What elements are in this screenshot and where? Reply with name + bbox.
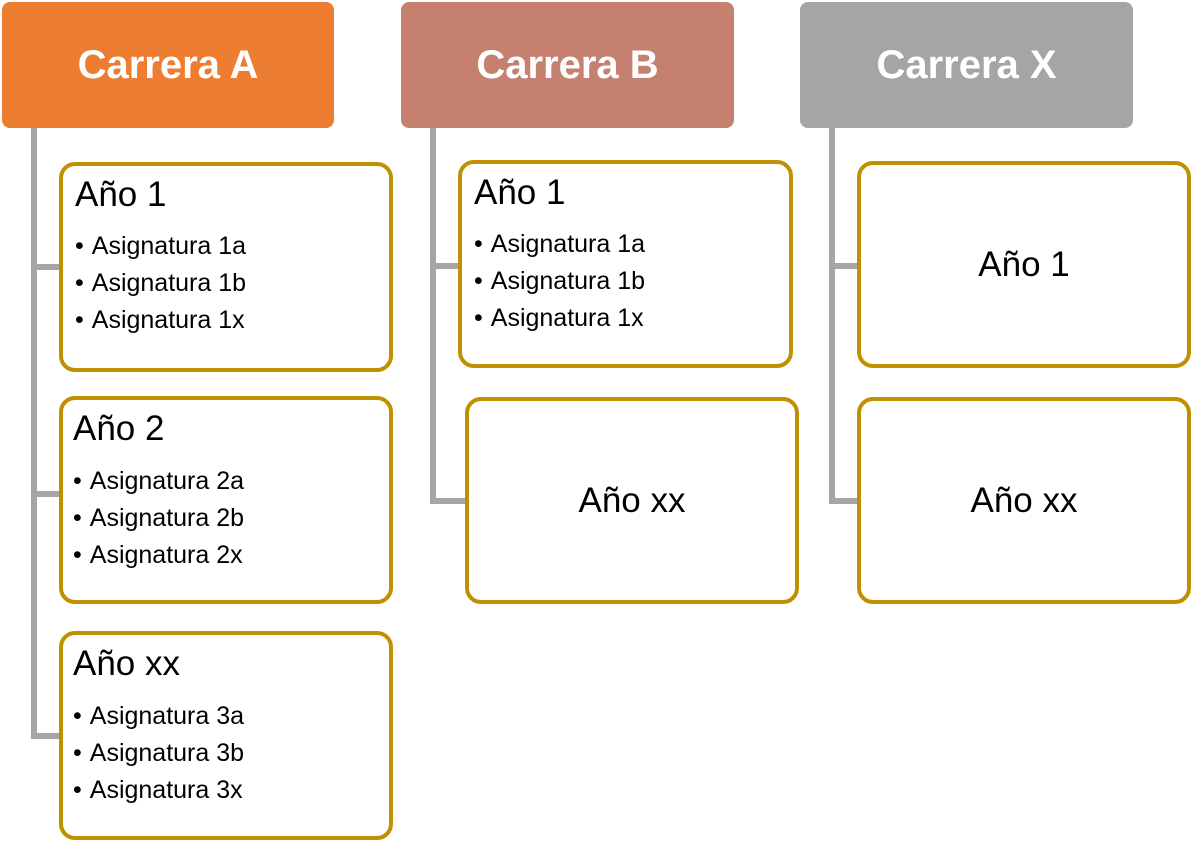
year-card-a-2: Año 2 Asignatura 2a Asignatura 2b Asigna… — [59, 396, 393, 604]
subject-item: Asignatura 1b — [75, 265, 246, 302]
connector-branch — [31, 491, 61, 497]
header-carrera-a: Carrera A — [2, 2, 334, 128]
year-card-x-1: Año 1 — [857, 161, 1191, 368]
subject-item: Asignatura 2x — [73, 537, 244, 574]
header-carrera-x: Carrera X — [800, 2, 1133, 128]
year-title: Año xx — [578, 480, 686, 520]
subject-item: Asignatura 1a — [75, 228, 246, 265]
connector-line — [31, 128, 37, 739]
year-title: Año 1 — [978, 244, 1070, 284]
year-card-b-1: Año 1 Asignatura 1a Asignatura 1b Asigna… — [458, 160, 793, 368]
connector-line — [430, 128, 436, 504]
year-title: Año xx — [73, 644, 180, 683]
year-title: Año xx — [970, 480, 1078, 520]
subject-item: Asignatura 1x — [474, 300, 645, 337]
year-card-x-2: Año xx — [857, 397, 1191, 604]
subject-item: Asignatura 2b — [73, 500, 244, 537]
connector-branch — [31, 264, 61, 270]
connector-line — [829, 128, 835, 504]
year-card-b-2: Año xx — [465, 397, 799, 604]
subject-list: Asignatura 3a Asignatura 3b Asignatura 3… — [73, 698, 244, 809]
subject-item: Asignatura 1a — [474, 226, 645, 263]
header-carrera-b: Carrera B — [401, 2, 734, 128]
subject-item: Asignatura 3b — [73, 735, 244, 772]
year-title: Año 1 — [474, 173, 566, 212]
year-card-a-3: Año xx Asignatura 3a Asignatura 3b Asign… — [59, 631, 393, 840]
subject-item: Asignatura 3a — [73, 698, 244, 735]
subject-item: Asignatura 2a — [73, 463, 244, 500]
connector-branch — [829, 263, 859, 269]
connector-branch — [430, 498, 467, 504]
year-title: Año 2 — [73, 409, 165, 448]
connector-branch — [31, 733, 61, 739]
subject-list: Asignatura 2a Asignatura 2b Asignatura 2… — [73, 463, 244, 574]
subject-list: Asignatura 1a Asignatura 1b Asignatura 1… — [474, 226, 645, 337]
subject-item: Asignatura 1x — [75, 302, 246, 339]
subject-item: Asignatura 3x — [73, 772, 244, 809]
subject-list: Asignatura 1a Asignatura 1b Asignatura 1… — [75, 228, 246, 339]
connector-branch — [829, 498, 859, 504]
connector-branch — [430, 263, 460, 269]
year-card-a-1: Año 1 Asignatura 1a Asignatura 1b Asigna… — [59, 162, 393, 372]
year-title: Año 1 — [75, 175, 167, 214]
subject-item: Asignatura 1b — [474, 263, 645, 300]
